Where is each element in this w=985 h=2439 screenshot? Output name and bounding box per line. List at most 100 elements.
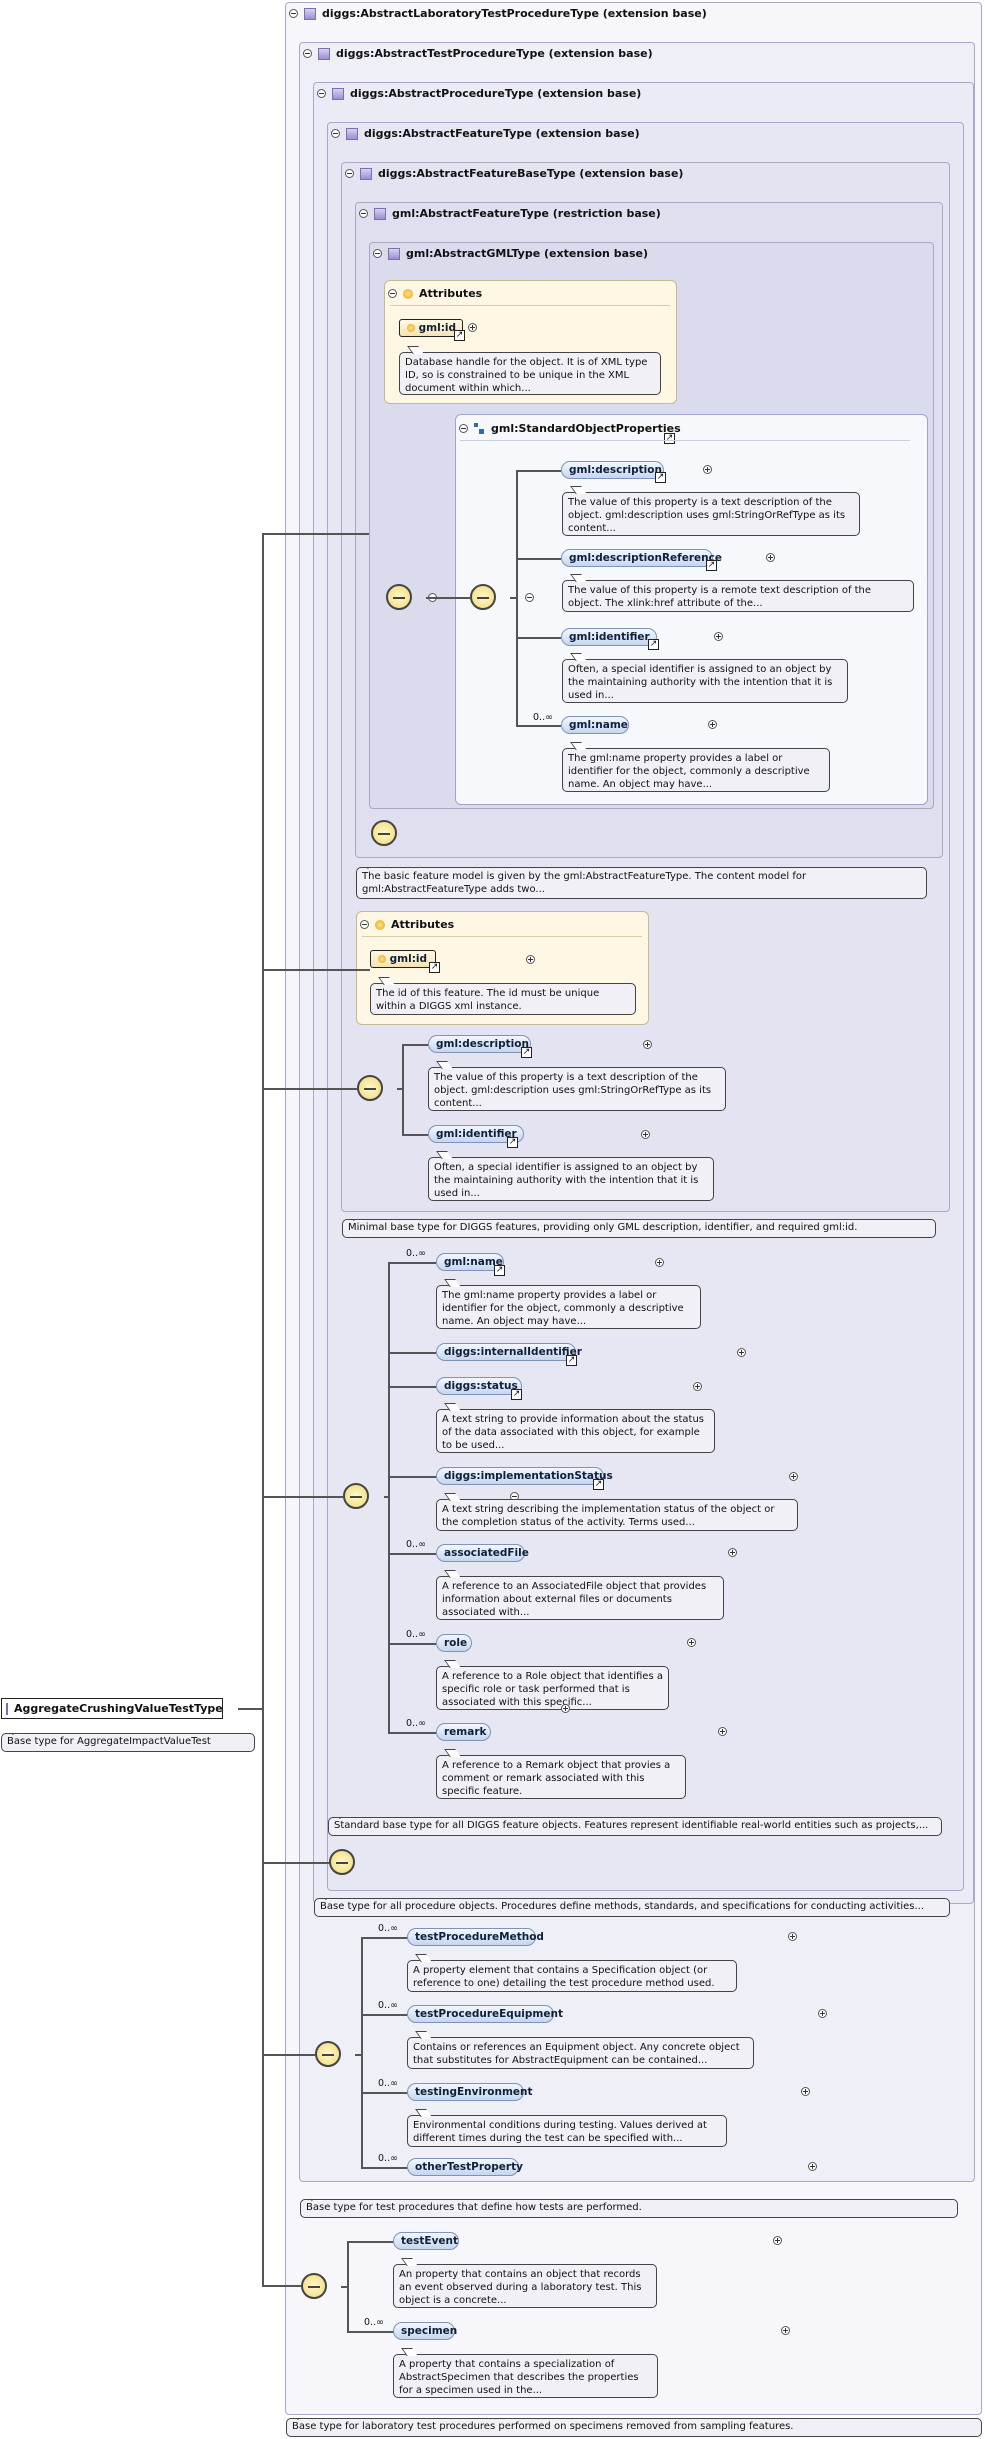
documentation: Often, a special identifier is assigned … bbox=[562, 659, 848, 703]
expand-icon[interactable] bbox=[655, 1258, 665, 1267]
attribute-label: gml:id bbox=[389, 953, 428, 965]
element-specimen[interactable]: specimen bbox=[393, 2322, 457, 2340]
element-associated-file[interactable]: associatedFile bbox=[436, 1544, 529, 1562]
element-remark[interactable]: remark bbox=[436, 1723, 491, 1741]
documentation: Environmental conditions during testing.… bbox=[407, 2115, 727, 2147]
element-gml-name[interactable]: gml:name bbox=[561, 716, 629, 734]
expand-icon[interactable] bbox=[641, 1130, 651, 1139]
type-label: diggs:AbstractTestProcedureType (extensi… bbox=[336, 47, 653, 60]
type-header-gml-abstract[interactable]: gml:AbstractGMLType (extension base) bbox=[373, 247, 648, 260]
documentation: The id of this feature. The id must be u… bbox=[370, 983, 636, 1015]
type-header-procedure[interactable]: diggs:AbstractProcedureType (extension b… bbox=[317, 87, 641, 100]
expand-icon[interactable] bbox=[787, 1932, 797, 1941]
element-diggs-status[interactable]: diggs:status bbox=[436, 1377, 522, 1395]
element-implementation-status[interactable]: diggs:implementationStatus bbox=[436, 1467, 613, 1485]
attributes-header[interactable]: Attributes bbox=[360, 918, 454, 931]
expand-icon[interactable] bbox=[718, 1727, 728, 1736]
connector-line bbox=[388, 1352, 436, 1354]
sequence-icon[interactable] bbox=[386, 584, 412, 610]
element-gml-identifier[interactable]: gml:identifier bbox=[561, 628, 657, 646]
documentation: The value of this property is a remote t… bbox=[562, 580, 914, 612]
attributes-divider bbox=[362, 936, 642, 937]
expand-icon[interactable] bbox=[737, 1348, 747, 1357]
sequence-icon[interactable] bbox=[315, 2041, 341, 2067]
element-gml-name[interactable]: gml:name bbox=[436, 1253, 504, 1271]
expand-icon[interactable] bbox=[789, 1472, 799, 1481]
attribute-gml-id[interactable]: gml:id bbox=[370, 950, 436, 968]
documentation: The gml:name property provides a label o… bbox=[436, 1285, 701, 1329]
standard-object-properties-header[interactable]: gml:StandardObjectProperties bbox=[459, 422, 681, 435]
expand-icon[interactable] bbox=[807, 2162, 817, 2171]
expand-icon[interactable] bbox=[708, 720, 718, 729]
expand-icon[interactable] bbox=[703, 465, 713, 474]
expand-icon[interactable] bbox=[780, 2326, 790, 2335]
attribute-icon bbox=[375, 919, 385, 930]
collapse-icon[interactable] bbox=[289, 9, 298, 18]
attribute-gml-id[interactable]: gml:id bbox=[399, 319, 463, 337]
sequence-icon[interactable] bbox=[371, 820, 397, 846]
attributes-header[interactable]: Attributes bbox=[388, 287, 482, 300]
type-header-test-procedure[interactable]: diggs:AbstractTestProcedureType (extensi… bbox=[303, 47, 653, 60]
sequence-icon[interactable] bbox=[301, 2273, 327, 2299]
type-header-feature-base[interactable]: diggs:AbstractFeatureBaseType (extension… bbox=[345, 167, 683, 180]
collapse-icon[interactable] bbox=[388, 289, 397, 298]
collapse-icon[interactable] bbox=[303, 49, 312, 58]
collapse-icon[interactable] bbox=[359, 209, 368, 218]
expand-icon[interactable] bbox=[818, 2009, 828, 2018]
root-documentation: Base type for AggregateImpactValueTest bbox=[1, 1733, 255, 1752]
attribute-icon bbox=[378, 955, 386, 963]
connector-line bbox=[516, 725, 561, 727]
documentation-gml-id: Database handle for the object. It is of… bbox=[399, 352, 661, 395]
reference-arrow-icon: ↗ bbox=[454, 330, 465, 341]
collapse-icon[interactable] bbox=[317, 89, 326, 98]
collapse-icon[interactable] bbox=[561, 1704, 571, 1713]
element-test-event[interactable]: testEvent bbox=[393, 2232, 459, 2250]
sequence-icon[interactable] bbox=[470, 584, 496, 610]
expand-icon[interactable] bbox=[772, 2236, 782, 2245]
type-documentation: The basic feature model is given by the … bbox=[356, 867, 927, 899]
reference-arrow-icon: ↗ bbox=[706, 560, 717, 571]
expand-icon[interactable] bbox=[800, 2087, 810, 2096]
sequence-icon[interactable] bbox=[357, 1075, 383, 1101]
expand-icon[interactable] bbox=[727, 1548, 737, 1557]
connector-line bbox=[388, 1732, 436, 1734]
collapse-icon[interactable] bbox=[459, 424, 468, 433]
element-test-procedure-equipment[interactable]: testProcedureEquipment bbox=[407, 2005, 563, 2023]
expand-icon[interactable] bbox=[686, 1638, 696, 1647]
element-other-test-property[interactable]: otherTestProperty bbox=[407, 2158, 523, 2176]
element-gml-identifier[interactable]: gml:identifier bbox=[428, 1125, 524, 1143]
collapse-icon[interactable] bbox=[360, 920, 369, 929]
sequence-icon[interactable] bbox=[329, 1849, 355, 1875]
attributes-divider bbox=[390, 305, 670, 306]
type-header-gml-feature[interactable]: gml:AbstractFeatureType (restriction bas… bbox=[359, 207, 661, 220]
element-gml-description-reference[interactable]: gml:descriptionReference bbox=[561, 549, 722, 567]
multiplicity: 0..∞ bbox=[378, 2153, 398, 2164]
element-test-procedure-method[interactable]: testProcedureMethod bbox=[407, 1928, 544, 1946]
expand-icon[interactable] bbox=[766, 553, 776, 562]
connector-line bbox=[262, 1862, 329, 1864]
expand-icon[interactable] bbox=[692, 1382, 702, 1391]
element-gml-description[interactable]: gml:description bbox=[428, 1035, 531, 1053]
complex-type-icon bbox=[360, 167, 372, 180]
complex-type-icon bbox=[388, 247, 400, 260]
root-element[interactable]: AggregateCrushingValueTestType bbox=[1, 1698, 223, 1719]
group-icon bbox=[474, 423, 485, 434]
expand-icon[interactable] bbox=[526, 955, 536, 964]
type-header-feature[interactable]: diggs:AbstractFeatureType (extension bas… bbox=[331, 127, 640, 140]
element-role[interactable]: role bbox=[436, 1634, 472, 1652]
collapse-icon[interactable] bbox=[345, 169, 354, 178]
expand-icon[interactable] bbox=[713, 632, 723, 641]
collapse-icon[interactable] bbox=[373, 249, 382, 258]
collapse-icon[interactable] bbox=[331, 129, 340, 138]
expand-icon[interactable] bbox=[468, 323, 477, 332]
expand-icon[interactable] bbox=[643, 1040, 653, 1049]
element-internal-identifier[interactable]: diggs:internalIdentifier bbox=[436, 1343, 582, 1361]
element-gml-description[interactable]: gml:description bbox=[561, 461, 664, 479]
attribute-icon bbox=[407, 324, 415, 332]
element-testing-environment[interactable]: testingEnvironment bbox=[407, 2083, 533, 2101]
connector-line bbox=[388, 1643, 436, 1645]
type-header-lab-test-procedure[interactable]: diggs:AbstractLaboratoryTestProcedureTyp… bbox=[289, 7, 707, 20]
connector-line bbox=[516, 637, 561, 639]
sequence-icon[interactable] bbox=[343, 1483, 369, 1509]
collapse-icon[interactable] bbox=[524, 593, 534, 602]
